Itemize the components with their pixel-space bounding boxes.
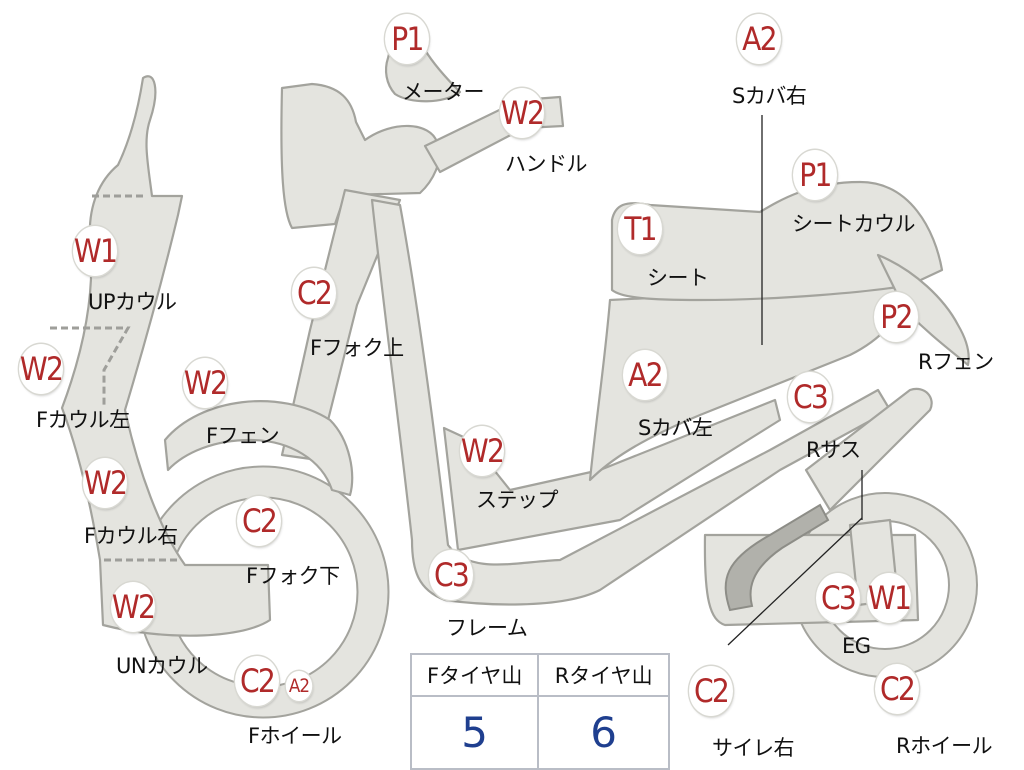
r-fender-code-badge: P2: [874, 292, 918, 342]
engine-code-badge-1: C3: [816, 573, 860, 623]
s-cover-right-code-badge: A2: [737, 14, 781, 64]
f-wheel-code-badge-1: C2: [235, 656, 279, 706]
s-cover-left-label: Sカバ左: [638, 416, 713, 440]
r-tire-header: Rタイヤ山: [537, 653, 670, 697]
f-cowl-left-code-badge: W2: [19, 344, 64, 394]
un-cowl-label: UNカウル: [116, 654, 208, 678]
r-suspension-code-badge: C3: [788, 372, 832, 422]
rear-fender: [876, 253, 970, 367]
up-cowl-code-badge: W1: [73, 226, 118, 276]
f-fork-upper-label: Fフォク上: [310, 336, 404, 360]
handle-label: ハンドル: [505, 152, 588, 176]
rear-shock: [804, 387, 933, 512]
seat-body: [610, 180, 944, 302]
f-tire-value: 5: [409, 695, 540, 770]
step-label: ステップ: [476, 488, 559, 512]
r-fender-label: Rフェン: [918, 350, 994, 374]
f-fork-upper-code-badge: C2: [292, 268, 336, 318]
f-fork-lower-label: Fフォク下: [246, 564, 340, 588]
seat-label: シート: [647, 266, 709, 290]
muffler-pipe: [724, 503, 830, 612]
up-cowl-label: UPカウル: [88, 290, 177, 314]
handle-code-badge: W2: [500, 88, 545, 138]
r-suspension-label: Rサス: [806, 438, 861, 462]
r-tire-value: 6: [537, 695, 670, 770]
front-cowl: [60, 75, 272, 637]
muffler-right-label: サイレ右: [712, 736, 795, 760]
f-fork-lower-code-badge: C2: [237, 496, 281, 546]
s-cover-left-code-badge: A2: [623, 350, 667, 400]
frame-code-badge: C3: [429, 550, 473, 600]
muffler-right-code-badge: C2: [689, 666, 733, 716]
f-cowl-right-code-badge: W2: [83, 458, 128, 508]
f-wheel-code-badge-2: A2: [285, 671, 313, 701]
f-wheel-label: Fホイール: [248, 724, 342, 748]
f-tire-header: Fタイヤ山: [409, 653, 540, 697]
engine-label: EG: [842, 634, 871, 658]
f-cowl-right-label: Fカウル右: [84, 524, 178, 548]
step-code-badge: W2: [460, 426, 505, 476]
f-cowl-left-label: Fカウル左: [36, 408, 130, 432]
tire-tread-table: Fタイヤ山 Rタイヤ山 5 6: [409, 653, 670, 770]
seat-cowl-code-badge: P1: [793, 150, 837, 200]
cowl-seam-2: [50, 326, 131, 408]
r-wheel-label: Rホイール: [896, 734, 993, 758]
frame-label: フレーム: [446, 616, 528, 640]
seat-code-badge: T1: [618, 204, 662, 254]
r-wheel-code-badge: C2: [875, 664, 919, 714]
s-cover-right-label: Sカバ右: [732, 84, 807, 108]
un-cowl-code-badge: W2: [111, 582, 156, 632]
seat-cowl-label: シートカウル: [792, 212, 916, 236]
front-fender: [163, 400, 354, 497]
f-fender-code-badge: W2: [183, 358, 228, 408]
meter-label: メーター: [402, 80, 485, 104]
engine-code-badge-2: W1: [867, 573, 912, 623]
f-fender-label: Fフェン: [206, 424, 280, 448]
frame-body: [370, 198, 892, 606]
meter-code-badge: P1: [385, 14, 429, 64]
leader-muffler-right: [727, 517, 863, 646]
